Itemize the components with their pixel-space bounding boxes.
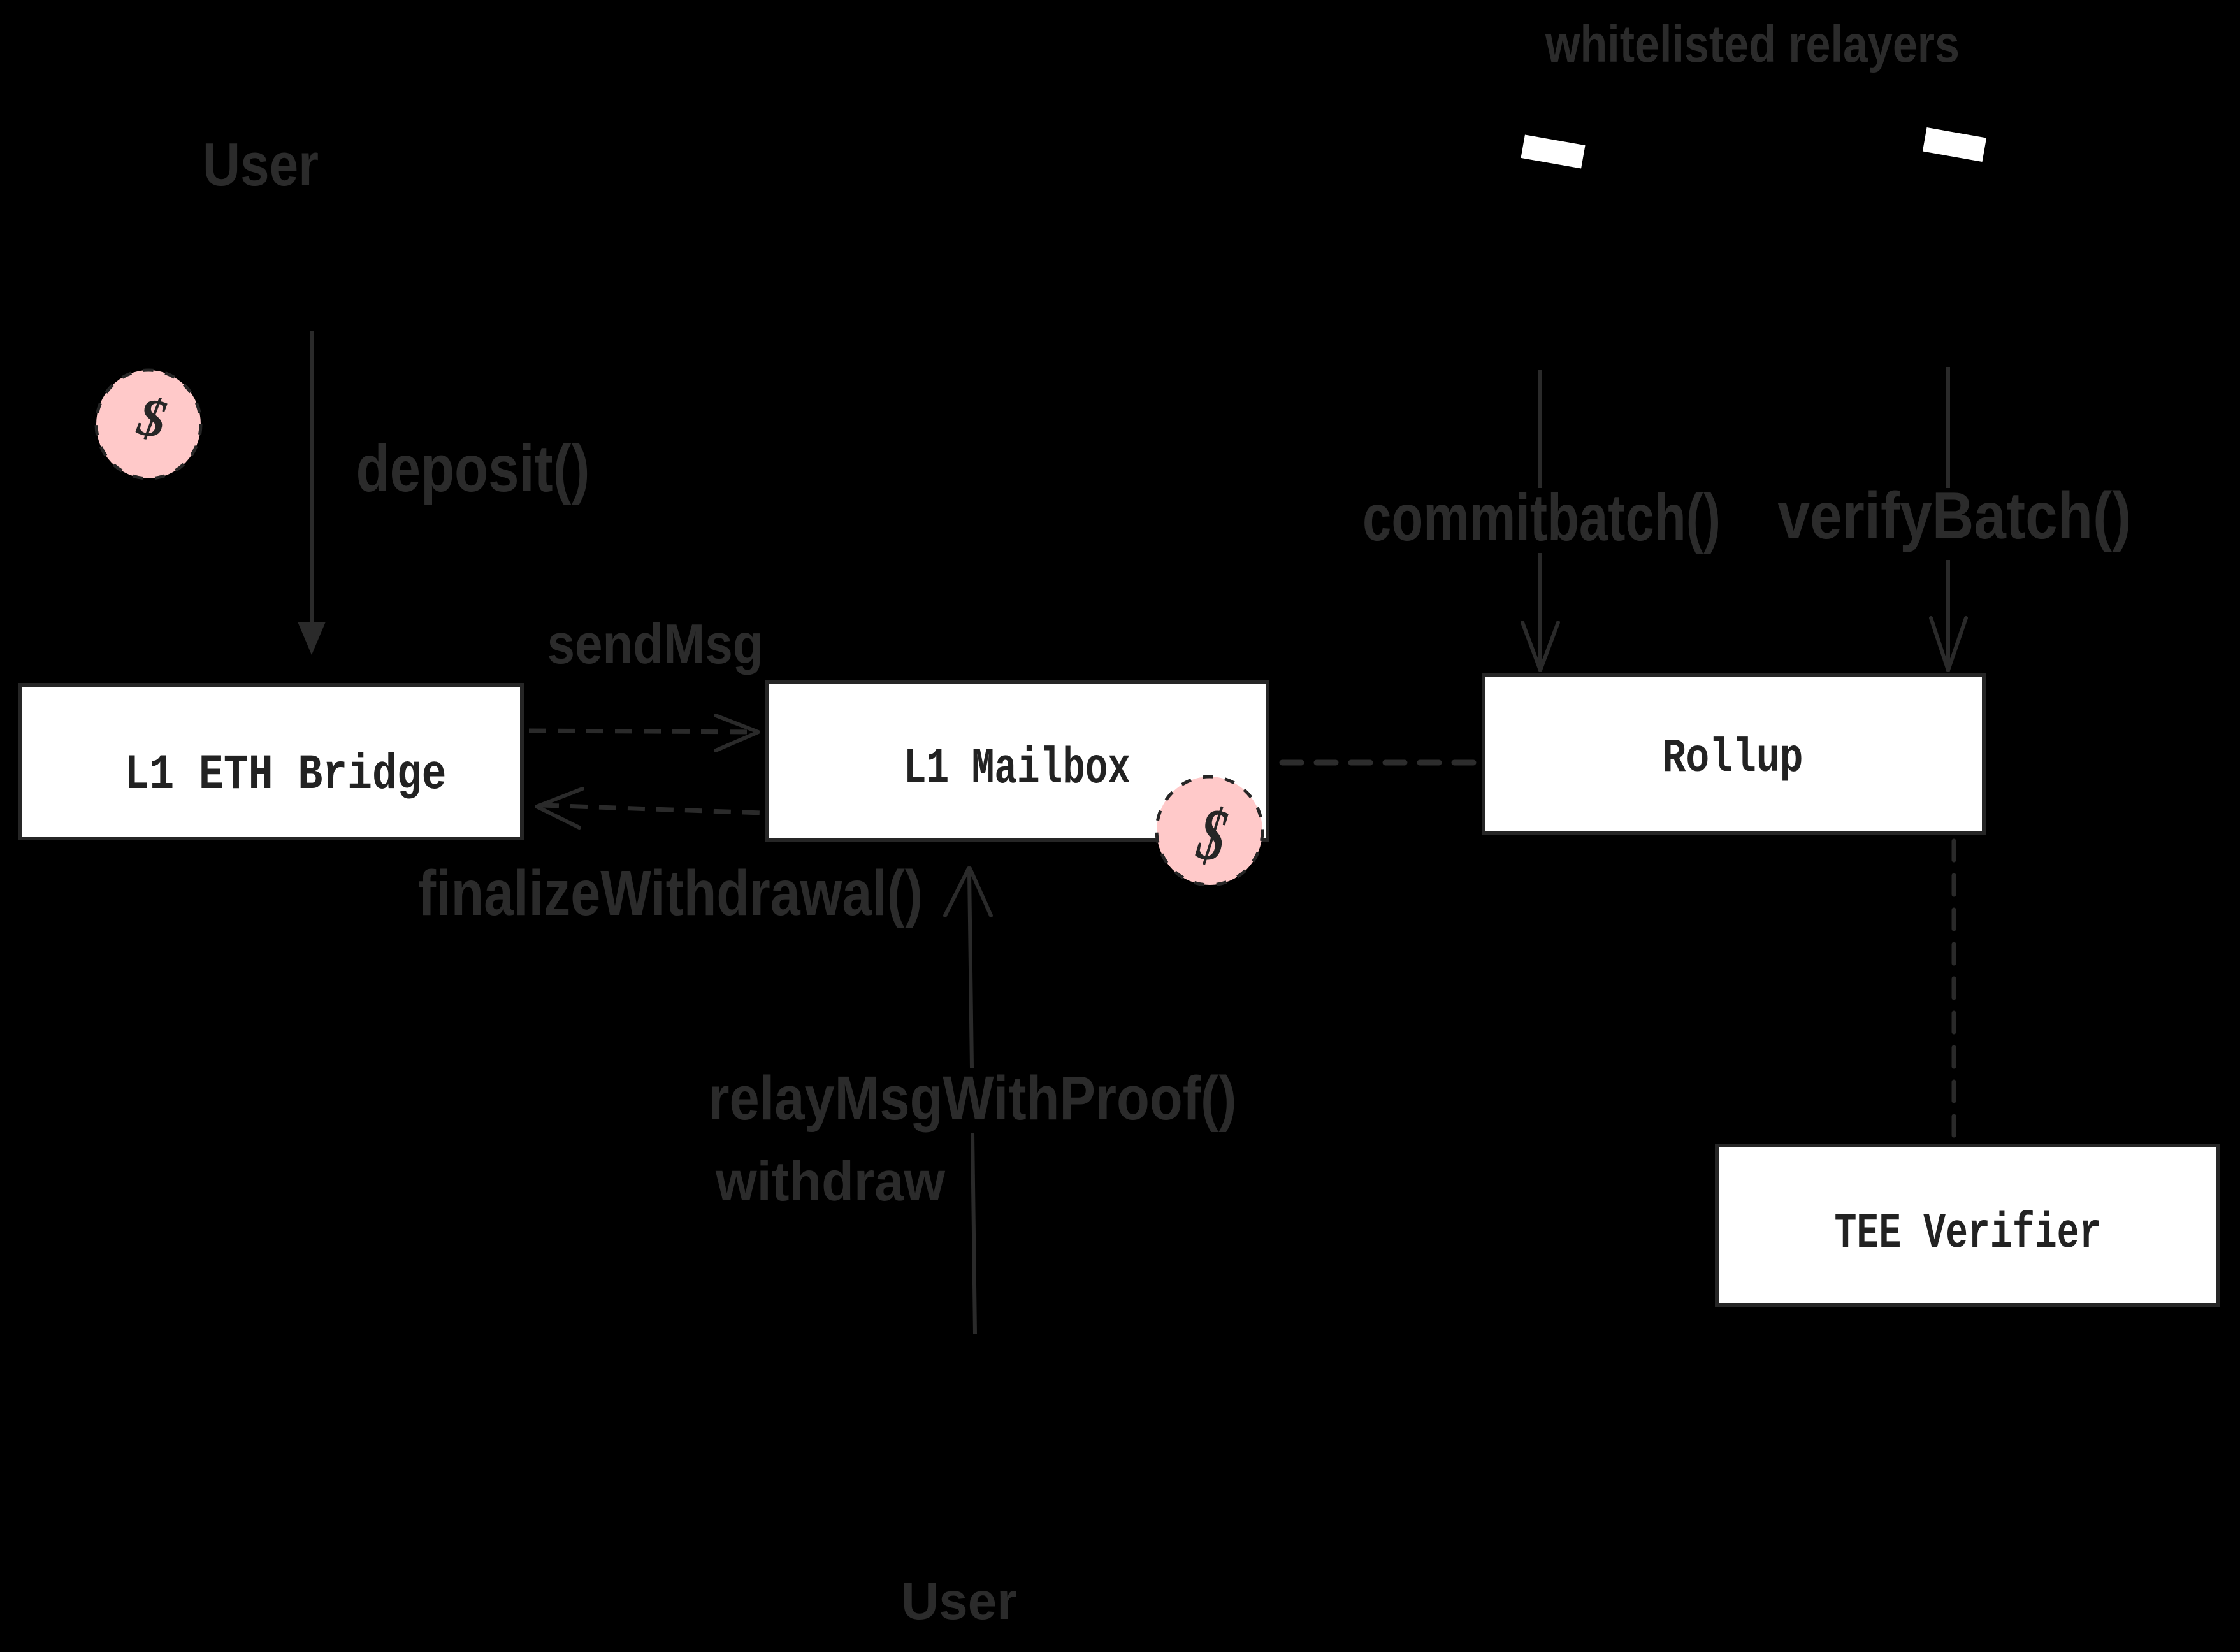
svg-text:relayMsgWithProof(): relayMsgWithProof() — [709, 1063, 1237, 1133]
svg-text:finalizeWithdrawal(): finalizeWithdrawal() — [418, 858, 923, 929]
svg-text:verifyBatch(): verifyBatch() — [1778, 479, 2132, 553]
svg-text:Rollup: Rollup — [1663, 732, 1803, 786]
svg-text:L1 Mailbox: L1 Mailbox — [904, 740, 1131, 798]
svg-text:User: User — [901, 1572, 1017, 1630]
svg-text:sendMsg: sendMsg — [547, 612, 763, 675]
svg-text:commitbatch(): commitbatch() — [1362, 481, 1721, 555]
svg-text:deposit(): deposit() — [356, 432, 590, 506]
svg-text:L1 ETH Bridge: L1 ETH Bridge — [125, 747, 447, 803]
svg-text:TEE Verifier: TEE Verifier — [1835, 1206, 2102, 1262]
svg-text:withdraw: withdraw — [715, 1151, 945, 1212]
svg-text:User: User — [203, 131, 319, 199]
svg-text:whitelisted relayers: whitelisted relayers — [1545, 15, 1960, 73]
